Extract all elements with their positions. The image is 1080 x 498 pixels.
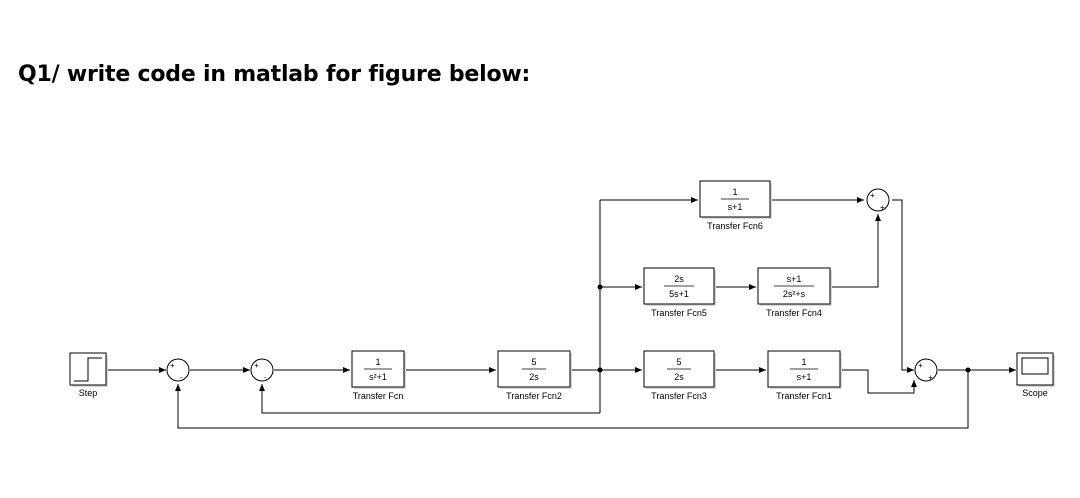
- sum4: + +: [914, 358, 938, 382]
- tf4-numerator: s+1: [787, 274, 802, 284]
- tf4-denominator: 2s²+s: [783, 289, 806, 299]
- step-block: Step: [69, 352, 108, 398]
- sum4-plus-sign-bottom: +: [928, 373, 933, 382]
- tf3-denominator: 2s: [674, 372, 684, 382]
- sum1-minus-sign: -: [180, 373, 183, 382]
- question-title: Q1/ write code in matlab for figure belo…: [18, 62, 531, 87]
- tf-label: Transfer Fcn: [353, 391, 404, 401]
- tf6-label: Transfer Fcn6: [707, 221, 763, 231]
- step-icon: [74, 357, 102, 382]
- tf1-label: Transfer Fcn1: [776, 391, 832, 401]
- transfer-fcn6-block: 1 s+1 Transfer Fcn6: [699, 180, 772, 231]
- tf3-label: Transfer Fcn3: [651, 391, 707, 401]
- sum3: + +: [866, 188, 890, 212]
- tf5-numerator: 2s: [674, 274, 684, 284]
- transfer-fcn-block: 1 s²+1 Transfer Fcn: [351, 350, 406, 401]
- sum4-plus-sign-left: +: [918, 361, 923, 370]
- wires: [106, 197, 1016, 429]
- tf5-label: Transfer Fcn5: [651, 308, 707, 318]
- tf-denominator: s²+1: [369, 372, 387, 382]
- tf4-label: Transfer Fcn4: [766, 308, 822, 318]
- tf-numerator: 1: [375, 357, 380, 367]
- scope-screen-icon: [1021, 357, 1049, 375]
- sum1: + -: [166, 358, 190, 382]
- junction-dot: [965, 367, 971, 373]
- step-label: Step: [79, 388, 98, 398]
- tf2-label: Transfer Fcn2: [506, 391, 562, 401]
- transfer-fcn5-block: 2s 5s+1 Transfer Fcn5: [643, 267, 716, 318]
- tf6-numerator: 1: [732, 187, 737, 197]
- wire-feedback-inner: [259, 384, 600, 414]
- transfer-fcn4-block: s+1 2s²+s Transfer Fcn4: [757, 267, 832, 318]
- sum2-minus-sign: -: [264, 373, 267, 382]
- tf6-denominator: s+1: [728, 202, 743, 212]
- sum3-plus-sign-bottom: +: [880, 203, 885, 212]
- junction-dots: [597, 284, 971, 373]
- wire-tf4-sum3: [830, 214, 881, 288]
- wire-feedback-outer: [175, 370, 969, 429]
- scope-label: Scope: [1022, 388, 1048, 398]
- wire-sum3-sum4: [892, 199, 914, 373]
- sum2-plus-sign: +: [254, 361, 259, 370]
- tf1-denominator: s+1: [797, 372, 812, 382]
- wire-tf1-sum4: [840, 369, 917, 394]
- transfer-fcn3-block: 5 2s Transfer Fcn3: [643, 350, 716, 401]
- scope-block: Scope: [1016, 352, 1055, 398]
- tf5-denominator: 5s+1: [669, 289, 689, 299]
- sum1-plus-sign: +: [170, 361, 175, 370]
- junction-dot: [597, 367, 603, 373]
- tf2-denominator: 2s: [529, 372, 539, 382]
- sum3-plus-sign-left: +: [870, 191, 875, 200]
- sum2: + -: [250, 358, 274, 382]
- junction-dot: [597, 284, 603, 290]
- tf2-numerator: 5: [531, 357, 536, 367]
- transfer-fcn2-block: 5 2s Transfer Fcn2: [497, 350, 572, 401]
- tf1-numerator: 1: [801, 357, 806, 367]
- tf3-numerator: 5: [676, 357, 681, 367]
- transfer-fcn1-block: 1 s+1 Transfer Fcn1: [767, 350, 842, 401]
